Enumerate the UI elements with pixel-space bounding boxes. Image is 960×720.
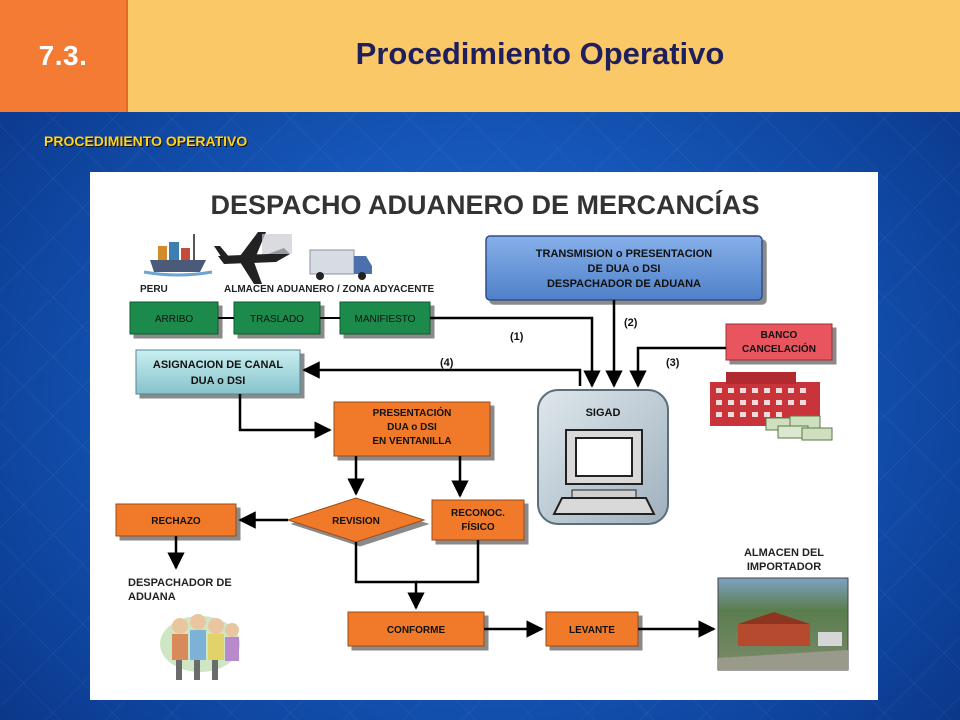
step-4-label: (4) xyxy=(440,357,454,369)
revision-diamond xyxy=(286,497,426,543)
money-icon xyxy=(765,415,833,441)
manifiesto-box xyxy=(339,301,431,335)
label-aduana: ADUANA xyxy=(128,591,176,603)
transmision-line-1: TRANSMISION o PRESENTACION xyxy=(536,248,712,260)
arribo-box xyxy=(129,301,219,335)
ship-icon xyxy=(143,234,213,277)
traslado-box xyxy=(233,301,321,335)
truck-icon xyxy=(262,234,372,280)
transmision-line-3: DESPACHADOR DE ADUANA xyxy=(547,278,701,290)
conforme-label: CONFORME xyxy=(387,625,446,636)
rechazo-label: RECHAZO xyxy=(151,516,201,527)
page-title: Procedimiento Operativo xyxy=(355,36,725,71)
step-2-label: (2) xyxy=(624,317,638,329)
presentacion-box xyxy=(333,401,491,457)
revision-label: REVISION xyxy=(332,516,380,527)
transmision-line-2: DE DUA o DSI xyxy=(588,263,661,275)
banco-line-2: CANCELACIÓN xyxy=(742,342,816,355)
reconoc-line-1: RECONOC. xyxy=(451,508,505,519)
diagram-title: DESPACHO ADUANERO DE MERCANCÍAS xyxy=(210,189,759,220)
reconoc-fisico-box xyxy=(431,499,525,541)
label-peru: PERU xyxy=(140,284,168,295)
traslado-label: TRASLADO xyxy=(250,314,304,325)
flow-diagram: DESPACHO ADUANERO DE MERCANCÍAS PERU ALM… xyxy=(90,172,878,700)
conforme-box xyxy=(347,611,485,647)
header-bar: 7.3. Procedimiento Operativo xyxy=(0,0,960,112)
label-importador: IMPORTADOR xyxy=(747,561,821,573)
asignacion-line-2: DUA o DSI xyxy=(191,375,246,387)
label-almacen-del: ALMACEN DEL xyxy=(744,547,824,559)
arribo-label: ARRIBO xyxy=(155,314,194,325)
manifiesto-label: MANIFIESTO xyxy=(355,314,416,325)
presentacion-line-1: PRESENTACIÓN xyxy=(373,406,452,419)
sigad-label: SIGAD xyxy=(586,407,621,419)
airplane-icon xyxy=(214,232,290,284)
bank-building-icon xyxy=(710,372,820,426)
people-icon xyxy=(160,614,240,680)
banco-line-1: BANCO xyxy=(761,330,798,341)
presentacion-line-3: EN VENTANILLA xyxy=(372,436,451,447)
reconoc-line-2: FÍSICO xyxy=(461,520,495,533)
asignacion-line-1: ASIGNACION DE CANAL xyxy=(153,359,283,371)
step-3-label: (3) xyxy=(666,357,680,369)
subheading: PROCEDIMIENTO OPERATIVO xyxy=(44,133,248,149)
label-almacen-aduanero: ALMACEN ADUANERO / ZONA ADYACENTE xyxy=(224,284,435,295)
label-despachador: DESPACHADOR DE xyxy=(128,577,232,589)
section-number-box: 7.3. xyxy=(0,0,128,112)
asignacion-box xyxy=(135,349,301,395)
rechazo-box xyxy=(115,503,237,537)
computer-icon xyxy=(552,429,656,515)
step-1-label: (1) xyxy=(510,331,524,343)
presentacion-line-2: DUA o DSI xyxy=(387,422,437,433)
transmision-box xyxy=(485,235,763,301)
levante-label: LEVANTE xyxy=(569,625,615,636)
warehouse-photo xyxy=(717,577,849,671)
section-number: 7.3. xyxy=(38,40,88,71)
banco-box xyxy=(725,323,833,361)
